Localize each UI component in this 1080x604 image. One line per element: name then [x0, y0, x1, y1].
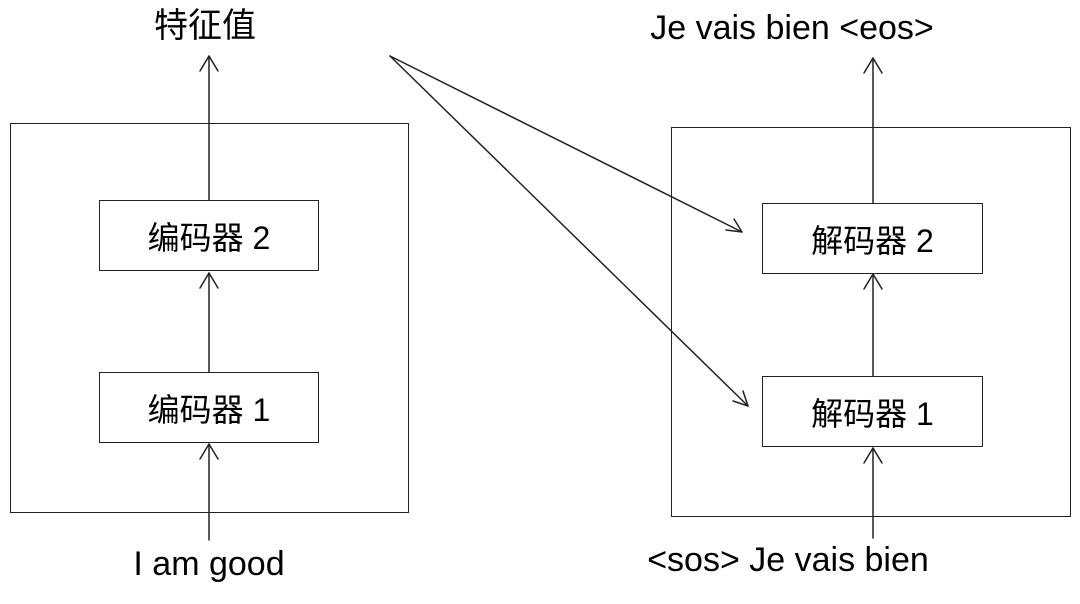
arrow-features-to-decoder-1	[389, 55, 749, 407]
decoder-output-label: Je vais bien <eos>	[650, 9, 934, 47]
arrow-decoder-1-to-decoder-2	[863, 273, 883, 377]
arrow-encoder-1-to-encoder-2	[199, 272, 219, 373]
arrow-input-to-decoder-1	[863, 447, 883, 539]
arrow-features-to-decoder-2	[389, 55, 743, 233]
encoder-block-1: 编码器 1	[99, 372, 319, 443]
encoder-block-2-label: 编码器 2	[147, 219, 271, 256]
encoder-input-label: I am good	[133, 545, 285, 583]
decoder-block-2-label: 解码器 2	[811, 222, 934, 259]
encoder-block-1-label: 编码器 1	[147, 391, 271, 428]
decoder-block-2: 解码器 2	[762, 203, 983, 274]
encoder-output-label: 特征值	[154, 7, 256, 45]
decoder-block-1: 解码器 1	[762, 376, 983, 447]
decoder-input-label: <sos> Je vais bien	[647, 541, 929, 579]
arrow-encoder-2-to-features	[199, 55, 219, 201]
encoder-block-2: 编码器 2	[99, 200, 319, 271]
arrow-input-to-encoder-1	[199, 443, 219, 541]
decoder-frame	[671, 127, 1071, 517]
arrow-decoder-2-to-output	[863, 57, 883, 204]
decoder-block-1-label: 解码器 1	[811, 395, 934, 432]
